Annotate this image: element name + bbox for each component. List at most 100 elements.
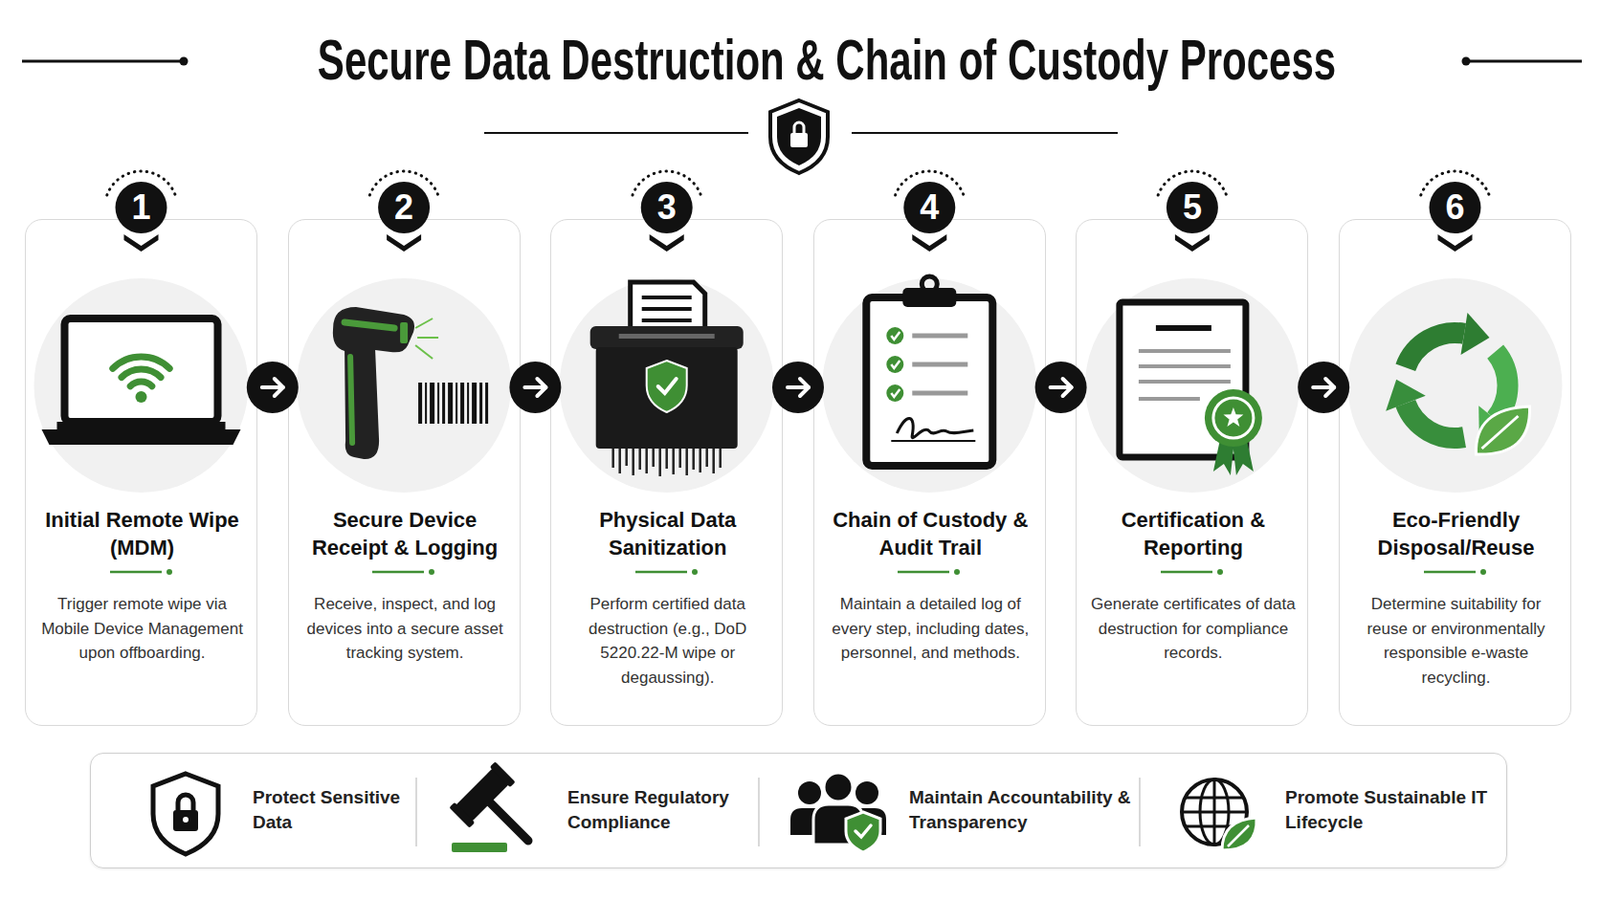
shredder-icon — [590, 282, 744, 477]
globe-icon — [1181, 779, 1257, 851]
barcode-bar — [479, 382, 483, 424]
laptop-screen — [65, 318, 219, 423]
list-line — [911, 333, 968, 339]
certificate-line — [1138, 379, 1231, 384]
check-circle — [886, 327, 904, 345]
barcode-bar — [460, 382, 465, 424]
lock-shackle — [794, 122, 804, 134]
badge-circle — [377, 181, 430, 234]
barcode-scanner-icon — [333, 307, 489, 460]
wifi-arc — [112, 356, 170, 369]
person-head — [798, 781, 822, 805]
step-card: Eco-Friendly Disposal/ReuseDetermine sui… — [1338, 219, 1572, 727]
divider-dot — [428, 569, 435, 576]
shield-fill — [777, 108, 822, 166]
title-rule — [22, 60, 180, 64]
divider-line — [1423, 571, 1476, 575]
icon-backdrop — [1085, 278, 1300, 493]
step-badge — [369, 171, 438, 252]
rule-dot — [1462, 57, 1471, 67]
arrow-circle — [246, 361, 299, 414]
list-line — [911, 362, 968, 368]
step-number: 6 — [1426, 178, 1485, 237]
connector-line — [1045, 386, 1077, 390]
arrow-circle — [509, 361, 561, 414]
barcode-bar — [429, 382, 435, 424]
team-icon — [790, 773, 887, 853]
check-mark — [890, 332, 900, 340]
step-number: 5 — [1163, 178, 1222, 237]
heading-divider — [108, 568, 176, 577]
leaf-vein — [1482, 416, 1519, 449]
paper-line — [642, 307, 692, 312]
step-description: Trigger remote wipe via Mobile Device Ma… — [38, 592, 246, 667]
icon-backdrop — [34, 278, 249, 493]
connector-layer — [246, 361, 1350, 414]
badge-circle — [641, 181, 693, 234]
person-head — [823, 773, 853, 802]
arrow-shaft — [787, 385, 809, 390]
step-badge — [1421, 171, 1489, 252]
shred — [678, 448, 682, 468]
scanner-accent — [344, 322, 395, 329]
scanner-window — [400, 322, 408, 344]
certificate-line — [1138, 397, 1200, 401]
wifi-dot — [135, 391, 148, 403]
laptop-hinge — [57, 422, 226, 431]
badge-circle — [1429, 181, 1482, 234]
signature — [896, 418, 974, 438]
arrow-head — [1461, 312, 1490, 356]
shred — [658, 448, 662, 477]
shred — [644, 448, 648, 474]
shred — [611, 448, 615, 468]
badge-dots — [369, 171, 438, 196]
step-heading: Eco-Friendly Disposal/Reuse — [1349, 506, 1563, 562]
certificate-icon — [1119, 302, 1263, 476]
badge-dots — [895, 171, 964, 196]
arrow-head — [1325, 378, 1334, 397]
paper-line — [642, 295, 692, 300]
check-mark — [890, 360, 900, 369]
arrow-connector — [772, 361, 824, 414]
step-description: Generate certificates of data destructio… — [1088, 592, 1297, 667]
seal — [1204, 389, 1263, 447]
step-description: Perform certified data destruction (e.g.… — [563, 592, 772, 690]
shredder-body — [596, 347, 738, 449]
divider-dot — [691, 569, 698, 576]
gavel-cap — [489, 761, 516, 788]
shred — [618, 448, 622, 474]
connector-line — [782, 386, 814, 390]
step-number: 3 — [638, 178, 696, 237]
shreds — [613, 448, 721, 477]
shred — [624, 448, 628, 467]
icon-backdrop — [822, 278, 1037, 493]
subtitle-rule — [484, 132, 749, 134]
heading-divider — [1158, 568, 1226, 577]
barcode-bar — [424, 382, 427, 424]
arrow-connector — [1297, 361, 1350, 414]
badge-chevron — [124, 234, 159, 252]
badge-chevron — [911, 234, 947, 252]
globe-parallel — [1181, 811, 1247, 815]
scan-beam — [415, 318, 433, 329]
shred — [665, 448, 668, 469]
benefit-text: Protect Sensitive Data — [252, 754, 411, 867]
shred — [705, 448, 709, 467]
shred — [685, 448, 689, 476]
lock-body — [173, 810, 199, 832]
seal-ring — [1213, 398, 1254, 439]
step-description: Maintain a detailed log of every step, i… — [826, 592, 1035, 667]
arrow-head — [1375, 371, 1426, 418]
seal-star — [1222, 407, 1244, 427]
shield-badge — [845, 812, 881, 853]
shield-outline — [153, 774, 219, 855]
lock-shackle — [177, 795, 194, 811]
scanner-body — [333, 307, 415, 460]
gavel-head — [448, 761, 515, 828]
barcode-bar — [437, 382, 440, 424]
badge-chevron — [386, 234, 422, 252]
arrow-arc — [1405, 333, 1465, 368]
step-number: 2 — [375, 178, 433, 237]
step-number: 1 — [112, 178, 171, 237]
